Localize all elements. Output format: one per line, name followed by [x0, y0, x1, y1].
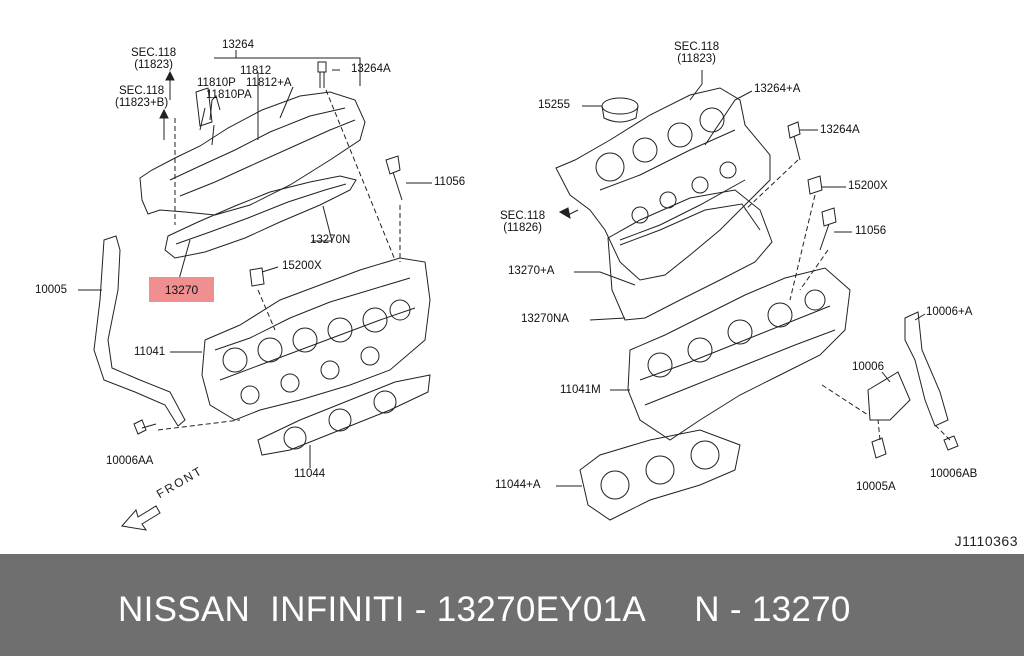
label-11056-right: 11056 — [855, 225, 887, 237]
oil-filler-cap — [601, 97, 639, 115]
diagram-drawing — [78, 50, 959, 531]
label-13264: 13264 — [222, 39, 254, 51]
label-13264a-right: 13264A — [820, 124, 860, 136]
head-gasket-right — [579, 429, 741, 521]
label-11812a: 11812+A — [246, 77, 292, 89]
label-13264a-plus: 13264+A — [754, 83, 801, 95]
bracket-10005 — [93, 235, 186, 427]
parts-diagram: SEC.118 (11823) SEC.118 (11823+B) 13264 … — [35, 39, 1018, 549]
label-10006a: 10006+A — [926, 306, 973, 318]
sec118-text: SEC.118 — [500, 210, 546, 222]
label-10006ab: 10006AB — [930, 468, 978, 480]
gasket-right — [607, 189, 773, 321]
label-10006: 10006 — [852, 361, 884, 373]
label-11056-left: 11056 — [434, 176, 466, 188]
label-sec118-left-top: SEC.118 (11823) — [131, 47, 177, 71]
label-11812: 11812 — [240, 65, 272, 77]
footer-part-numbers: NISSAN INFINITI - 13270EY01A N - 13270 — [118, 590, 851, 629]
label-13264a-left: 13264A — [351, 63, 391, 75]
footer-banner: NISSAN INFINITI - 13270EY01A N - 13270 — [0, 554, 1024, 656]
cylinder-head-right — [627, 267, 851, 441]
sec118-ref: (11826) — [503, 221, 542, 234]
label-sec118-right-top: SEC.118 (11823) — [674, 41, 720, 65]
gasket-left — [164, 175, 357, 259]
sec118-text: SEC.118 — [118, 85, 165, 97]
valve-cover-right — [555, 87, 771, 281]
label-15200x-left: 15200X — [282, 260, 322, 272]
sec118-text: SEC.118 — [131, 47, 177, 59]
label-10005: 10005 — [35, 284, 67, 296]
label-13270n: 13270N — [310, 234, 351, 246]
label-13270a: 13270+A — [508, 265, 555, 277]
label-11810p: 11810P — [197, 77, 236, 89]
cylinder-head-left — [201, 257, 431, 421]
bracket-10006a — [904, 311, 949, 427]
label-13270na: 13270NA — [521, 313, 569, 325]
label-13270: 13270 — [164, 283, 199, 297]
label-sec118-right-side: SEC.118 (11826) — [500, 210, 546, 234]
label-11044a: 11044+A — [495, 479, 541, 491]
sec118-ref: (11823+B) — [115, 96, 169, 109]
highlight-13270[interactable]: 13270 — [149, 277, 214, 302]
label-10005a: 10005A — [856, 481, 896, 493]
valve-cover-left — [139, 91, 366, 216]
sec118-ref: (11823) — [134, 58, 173, 71]
label-11041: 11041 — [134, 346, 166, 358]
label-11044: 11044 — [294, 468, 326, 480]
label-10006aa: 10006AA — [106, 455, 154, 467]
sec118-text: SEC.118 — [674, 41, 720, 53]
label-11810pa: 11810PA — [206, 89, 252, 101]
label-sec118-left-b: SEC.118 (11823+B) — [115, 85, 169, 109]
head-gasket-left — [257, 374, 431, 456]
label-11041m: 11041M — [560, 384, 601, 396]
sec118-ref: (11823) — [677, 52, 716, 65]
label-15255: 15255 — [538, 99, 570, 111]
front-arrow — [121, 505, 161, 531]
diagram-id: J1110363 — [954, 533, 1018, 549]
label-15200x-right: 15200X — [848, 180, 888, 192]
bracket-10006 — [867, 371, 911, 421]
